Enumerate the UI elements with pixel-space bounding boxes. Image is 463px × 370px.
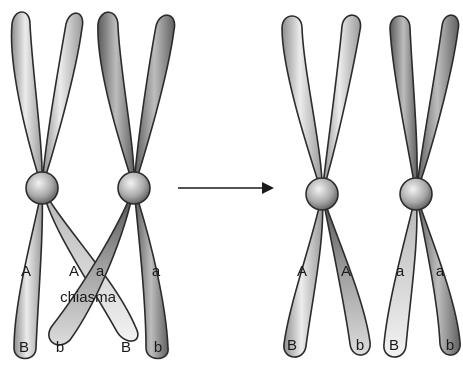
- allele-label: a: [396, 263, 405, 280]
- chromatid-arm: [390, 16, 417, 194]
- allele-label: a: [96, 263, 105, 280]
- allele-label: a: [436, 263, 445, 280]
- allele-label: b: [56, 339, 64, 356]
- allele-label: b: [154, 339, 162, 356]
- allele-label: b: [356, 337, 364, 354]
- allele-label: b: [446, 337, 454, 354]
- right-chromosome-2: [384, 15, 460, 357]
- centromere: [400, 178, 432, 210]
- right-chromosome-1: [282, 15, 370, 357]
- allele-label: A: [69, 263, 79, 280]
- allele-label: B: [19, 339, 29, 356]
- chromatid-arm: [134, 15, 175, 188]
- centromere: [306, 178, 338, 210]
- chromatid-arm: [282, 16, 322, 194]
- chromatid-arm: [42, 13, 83, 188]
- right-recombinant-pair: A A a a B b B b: [282, 15, 460, 357]
- left-homologous-pair: A A a a chiasma B b B b: [12, 12, 175, 359]
- allele-label: a: [152, 263, 161, 280]
- centromere: [26, 172, 58, 204]
- arrow-icon: [178, 182, 274, 194]
- allele-label: B: [287, 337, 297, 354]
- chromatid-arm: [416, 15, 459, 194]
- chromatid-arm: [322, 15, 361, 194]
- allele-label: A: [297, 263, 307, 280]
- allele-label: B: [121, 339, 131, 356]
- allele-label: A: [21, 263, 31, 280]
- chiasma-label: chiasma: [60, 289, 117, 306]
- allele-label: B: [389, 337, 399, 354]
- centromere: [118, 172, 150, 204]
- chromatid-arm: [98, 12, 134, 188]
- allele-label: A: [341, 263, 351, 280]
- chromatid-arm: [12, 12, 43, 188]
